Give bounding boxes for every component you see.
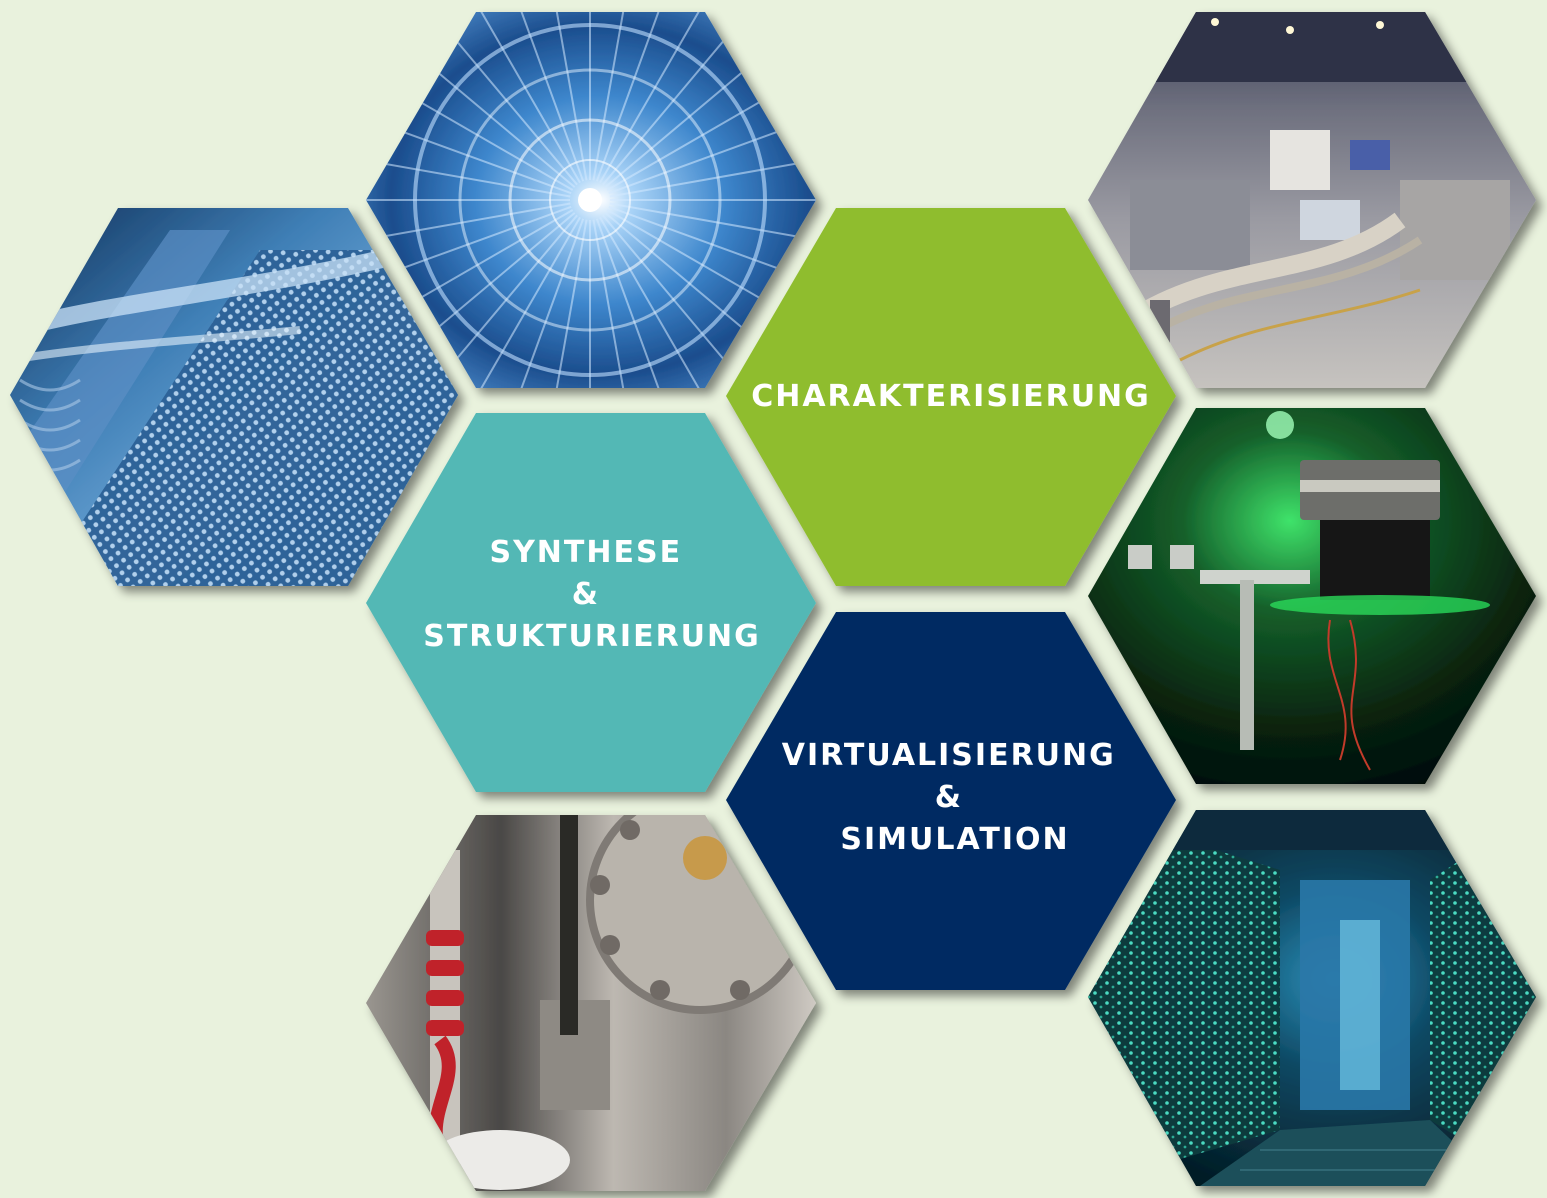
virtualisierung-hexagon-shape [726,612,1176,990]
virtualisierung-label-line-2: & [935,780,963,815]
green-lab-equipment-photo [1088,408,1536,784]
blue-nanostructure-photo [10,208,458,586]
charakterisierung-label-line-1: CHARAKTERISIERUNG [751,379,1151,414]
synthese-label-line-1: SYNTHESE [489,535,682,570]
synthese-strukturierung-hexagon: SYNTHESE & STRUKTURIERUNG [366,413,816,792]
synthese-label-line-2: & [572,577,600,612]
virtualisierung-label: VIRTUALISIERUNG & SIMULATION [782,738,1128,857]
synthese-hexagon-shape [366,413,816,792]
charakterisierung-hexagon: CHARAKTERISIERUNG [726,208,1176,586]
vacuum-chamber-photo [366,815,816,1191]
synthese-label-line-3: STRUKTURIERUNG [423,619,761,654]
virtualisierung-label-line-3: SIMULATION [840,822,1069,857]
virtualisierung-label-line-1: VIRTUALISIERUNG [782,738,1116,773]
data-center-photo [1088,810,1536,1186]
virtualisierung-simulation-hexagon: VIRTUALISIERUNG & SIMULATION [726,612,1176,990]
accelerator-hall-photo [1088,12,1536,388]
charakterisierung-label: CHARAKTERISIERUNG [751,379,1151,414]
synthese-label: SYNTHESE & STRUKTURIERUNG [423,535,761,654]
charakterisierung-hexagon-shape [726,208,1176,586]
